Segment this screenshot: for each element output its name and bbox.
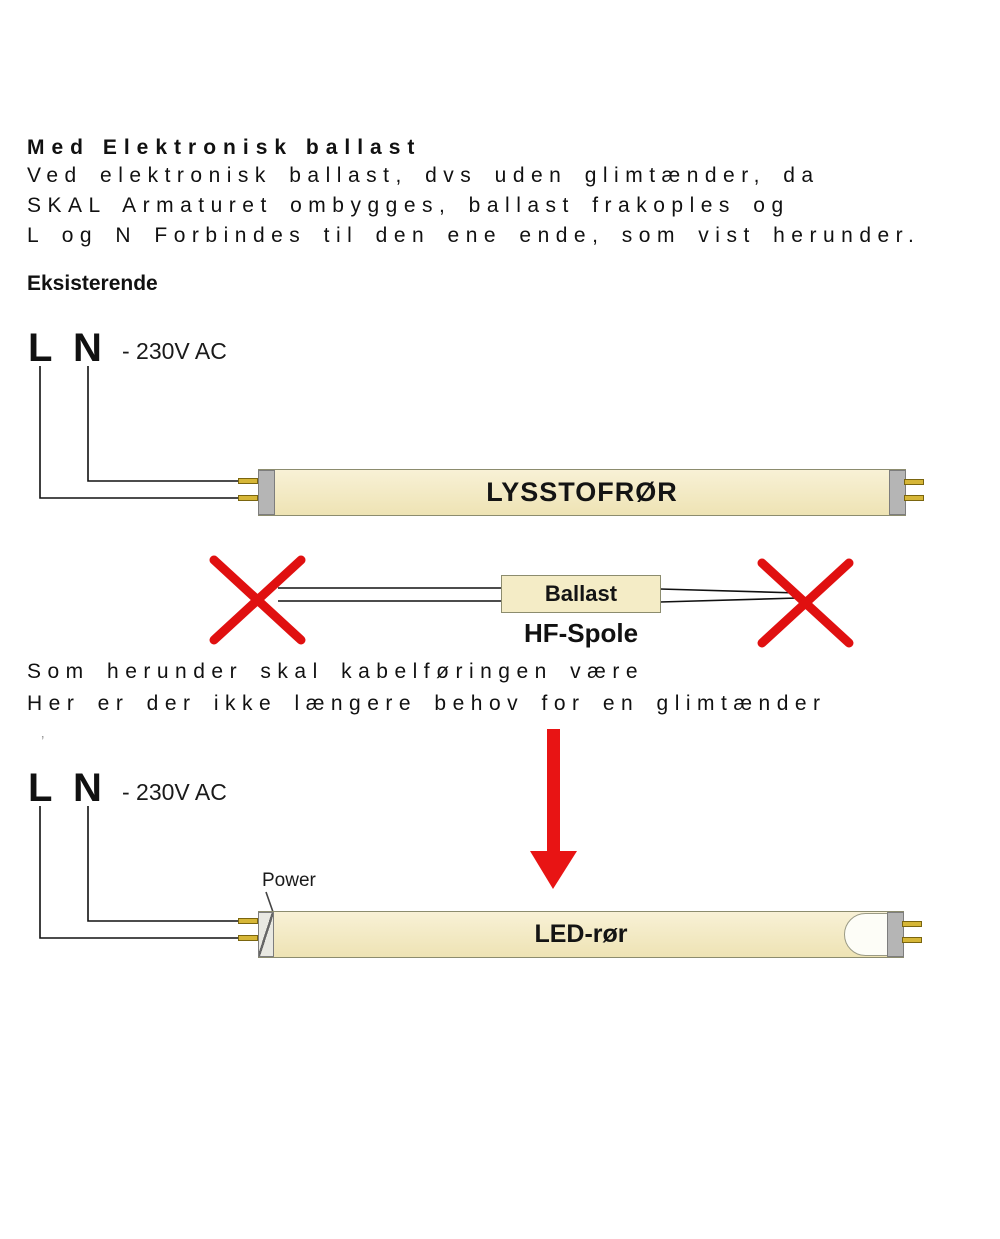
wire-n-top <box>87 366 240 482</box>
ballast-wire-right <box>659 588 799 603</box>
ballast-label: Ballast <box>544 581 618 606</box>
intro-line-1: Ved elektronisk ballast, dvs uden glimtæ… <box>27 164 820 187</box>
cross-left-icon <box>209 555 306 645</box>
section-title-existing: Eksisterende <box>27 272 158 295</box>
led-tube: LED-rør <box>258 911 904 958</box>
tube1-pin-right-bottom <box>904 495 924 501</box>
tube2-pin-right-bottom <box>902 937 922 943</box>
hf-spole-label: HF-Spole <box>523 618 639 648</box>
l-label-top: L <box>28 326 53 370</box>
middle-line-1: Som herunder skal kabelføringen være <box>27 660 645 683</box>
ballast-wire-left <box>278 587 502 602</box>
voltage-label-top: - 230V AC <box>122 338 227 364</box>
tube2-pin-right-top <box>902 921 922 927</box>
intro-line-3: L og N Forbindes til den ene ende, som v… <box>27 224 921 247</box>
down-arrow-icon <box>530 729 577 889</box>
tube1-endcap-left-icon <box>258 470 275 515</box>
wire-n-bottom <box>87 806 240 922</box>
power-pointer-line <box>265 891 274 913</box>
fluorescent-tube: LYSSTOFRØR <box>258 469 906 516</box>
tube1-endcap-right-icon <box>889 470 906 515</box>
stray-mark: ’ <box>41 733 45 750</box>
ballast-box: Ballast <box>501 575 661 613</box>
power-label: Power <box>262 870 316 891</box>
tube1-pin-right-top <box>904 479 924 485</box>
middle-line-2: Her er der ikke længere behov for en gli… <box>27 692 827 715</box>
cross-right-icon <box>757 558 854 648</box>
l-label-bottom: L <box>28 766 53 810</box>
tube2-pin-left-bottom <box>238 935 258 941</box>
n-label-bottom: N <box>73 766 102 810</box>
led-tube-rounded-end-icon <box>844 913 888 956</box>
tube1-pin-left-bottom <box>238 495 258 501</box>
wire-l-bottom <box>39 806 240 939</box>
fluorescent-tube-label: LYSSTOFRØR <box>486 477 678 507</box>
n-label-top: N <box>73 326 102 370</box>
led-tube-label: LED-rør <box>534 920 628 948</box>
page-heading: Med Elektronisk ballast <box>27 136 422 159</box>
led-tube-endcap-right-icon <box>887 912 904 957</box>
tube2-pin-left-top <box>238 918 258 924</box>
intro-line-2: SKAL Armaturet ombygges, ballast frakopl… <box>27 194 790 217</box>
voltage-label-bottom: - 230V AC <box>122 779 227 805</box>
wire-l-top <box>39 366 240 499</box>
led-tube-power-endcap-icon <box>258 912 274 957</box>
tube1-pin-left-top <box>238 478 258 484</box>
